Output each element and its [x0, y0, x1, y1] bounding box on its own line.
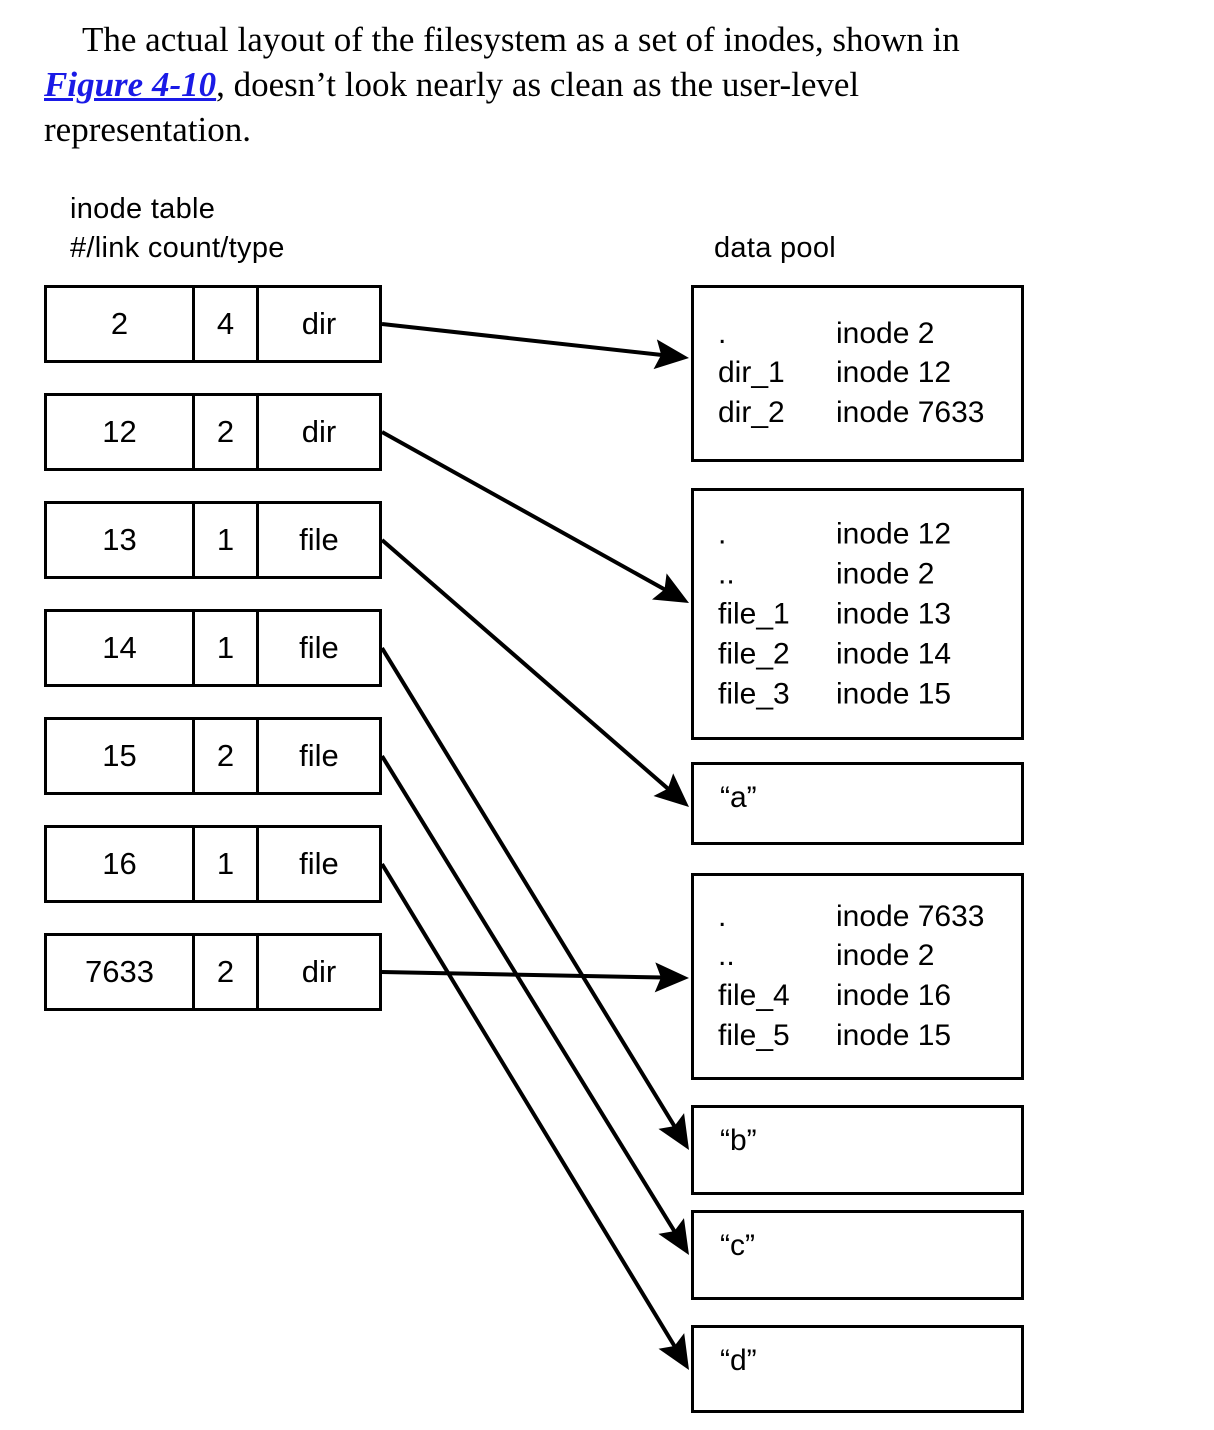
arrow-inode-15-to-block-c	[380, 754, 689, 1255]
directory-entry-inode: inode 16	[836, 979, 952, 1013]
inode-number-cell: 16	[47, 828, 195, 900]
directory-entry-inode: inode 13	[836, 597, 952, 631]
directory-entry-name: .	[718, 899, 727, 933]
data-block-content: “a”	[691, 762, 1024, 845]
arrow-inode-16-to-block-d	[380, 862, 689, 1370]
intro-line-2: , doesn’t look nearly as clean as the us…	[216, 64, 860, 104]
directory-entry-inode: inode 15	[836, 1019, 952, 1053]
directory-entry-inode: inode 12	[836, 356, 952, 390]
intro-paragraph: The actual layout of the filesystem as a…	[44, 18, 1174, 152]
directory-entry-list: . inode 2 dir_1 inode 12 dir_2 inode 7633	[718, 314, 1008, 434]
directory-entry-name: .	[718, 517, 727, 551]
directory-entry: . inode 12	[718, 514, 1008, 554]
directory-entry: file_2 inode 14	[718, 634, 1008, 674]
inode-type-cell: file	[299, 738, 339, 773]
directory-entry-name: file_2	[718, 636, 790, 670]
data-block-label: “d”	[720, 1344, 757, 1377]
inode-type-cell: file	[299, 846, 339, 881]
inode-number-cell: 15	[47, 720, 195, 792]
directory-entry-name: file_3	[718, 676, 790, 710]
directory-entry-name: .	[718, 316, 727, 350]
inode-number-cell: 12	[47, 396, 195, 468]
inode-table-caption: inode table	[70, 193, 216, 225]
directory-entry-inode: inode 7633	[836, 396, 985, 430]
inode-type-cell: dir	[301, 954, 337, 989]
directory-entry-name: ..	[718, 939, 735, 973]
directory-entry: file_5 inode 15	[718, 1016, 1008, 1056]
figure-4-10-link[interactable]: Figure 4-10	[44, 64, 217, 104]
directory-entry: . inode 2	[718, 314, 1008, 354]
inode-link-count-cell: 1	[195, 612, 259, 684]
inode-type-cell: dir	[301, 306, 337, 341]
inode-link-count-cell: 2	[195, 720, 259, 792]
intro-line-1: The actual layout of the filesystem as a…	[82, 20, 960, 59]
data-block-content: “c”	[691, 1210, 1024, 1300]
inode-link-count-cell: 1	[195, 504, 259, 576]
directory-entry-inode: inode 15	[836, 676, 952, 710]
data-block-label: “b”	[720, 1124, 757, 1157]
inode-link-count-cell: 1	[195, 828, 259, 900]
directory-entry-inode: inode 14	[836, 636, 952, 670]
inode-link-count-cell: 2	[195, 936, 259, 1008]
directory-entry-inode: inode 2	[836, 557, 935, 591]
directory-entry: file_4 inode 16	[718, 977, 1008, 1017]
data-block-label: “a”	[720, 781, 757, 814]
arrow-inode-7633-to-block-4	[381, 962, 689, 993]
arrow-inode-2-to-block-1	[381, 322, 689, 370]
directory-entry-name: file_1	[718, 597, 790, 631]
directory-entry: .. inode 2	[718, 554, 1008, 594]
inode-table-subtitle: #/link count/type	[70, 232, 285, 264]
inode-number-cell: 13	[47, 504, 195, 576]
inode-number-cell: 14	[47, 612, 195, 684]
data-block-content: “b”	[691, 1105, 1024, 1195]
directory-entry: . inode 7633	[718, 897, 1008, 937]
directory-entry-inode: inode 12	[836, 517, 952, 551]
inode-type-cell: file	[299, 630, 339, 665]
directory-entry: file_1 inode 13	[718, 594, 1008, 634]
arrow-inode-12-to-block-2	[381, 430, 689, 603]
data-block-label: “c”	[720, 1229, 755, 1262]
inode-number-cell: 7633	[47, 936, 195, 1008]
intro-line-3: representation.	[44, 109, 251, 149]
directory-entry-inode: inode 2	[836, 939, 935, 973]
directory-entry-name: file_4	[718, 979, 790, 1013]
directory-entry: dir_1 inode 12	[718, 354, 1008, 394]
data-block-content: “d”	[691, 1325, 1024, 1413]
directory-entry-name: file_5	[718, 1019, 790, 1053]
directory-entry: dir_2 inode 7633	[718, 393, 1008, 433]
directory-entry-inode: inode 7633	[836, 899, 985, 933]
directory-entry-name: ..	[718, 557, 735, 591]
inode-number-cell: 2	[47, 288, 195, 360]
directory-entry-name: dir_1	[718, 356, 785, 390]
inode-type-cell: file	[299, 522, 339, 557]
arrow-inode-13-to-block-a	[380, 538, 689, 807]
directory-entry-name: dir_2	[718, 396, 785, 430]
inode-link-count-cell: 2	[195, 396, 259, 468]
data-block-directory: . inode 2 dir_1 inode 12 dir_2 inode 7633	[691, 285, 1024, 462]
data-pool-caption: data pool	[714, 232, 837, 264]
arrow-inode-14-to-block-b	[380, 646, 689, 1150]
directory-entry: .. inode 2	[718, 937, 1008, 977]
directory-entry: file_3 inode 15	[718, 674, 1008, 714]
inode-link-count-cell: 4	[195, 288, 259, 360]
inode-type-cell: dir	[301, 414, 337, 449]
directory-entry-inode: inode 2	[836, 316, 935, 350]
